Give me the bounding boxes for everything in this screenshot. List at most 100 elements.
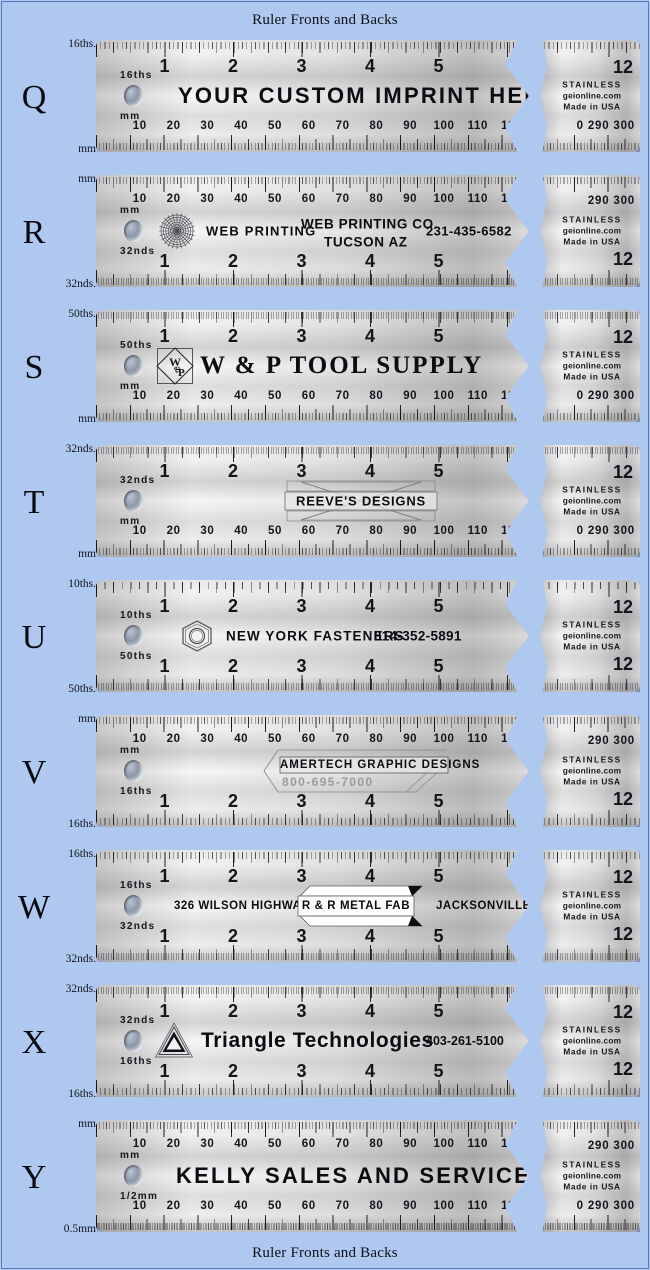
- hanging-hole: [124, 1165, 143, 1187]
- ruler-front[interactable]: 102030405060708090100110120112345mm16ths…: [96, 715, 529, 827]
- ruler-graphic[interactable]: 12345102030405060708090100110120116thsmm…: [96, 40, 640, 152]
- imprint-text: WEB PRINTING: [206, 223, 317, 239]
- hanging-hole: [124, 355, 143, 377]
- tick-band-top: [96, 852, 529, 868]
- ruler-front[interactable]: 12345102030405060708090100110120132ndsmm…: [96, 445, 529, 557]
- tick-band-bot: [540, 674, 640, 690]
- ruler-letter: S: [24, 348, 44, 386]
- back-brand-line2: geionline.com: [562, 495, 622, 506]
- triangle-icon: [154, 1021, 194, 1061]
- imprint-text: W & P TOOL SUPPLY: [200, 352, 484, 379]
- ruler-graphic[interactable]: 102030405060708090100110120112345mm16ths…: [96, 715, 640, 827]
- imprint-phone: 231-435-6582: [426, 223, 512, 239]
- page-title-top: Ruler Fronts and Backs: [252, 12, 398, 28]
- tick-band-top: [96, 717, 529, 733]
- back-number-top: 12: [612, 867, 633, 887]
- tick-band-top: [96, 312, 529, 328]
- svg-text:W: W: [169, 355, 181, 369]
- back-brand-line2: geionline.com: [562, 1035, 622, 1046]
- page-title-bottom: Ruler Fronts and Backs: [252, 1245, 398, 1261]
- tick-band-bot: [540, 944, 640, 960]
- edge-labels: 10ths.50ths.: [0, 570, 96, 705]
- ruler-letter: X: [21, 1023, 47, 1061]
- ruler-front[interactable]: 12345102030405060708090100110120150thsmm…: [96, 310, 529, 422]
- scale-tag-top: 32nds: [120, 475, 156, 486]
- imprint-text: YOUR CUSTOM IMPRINT HERE: [178, 83, 534, 108]
- ruler-front[interactable]: 102030405060708090100110120112345mm32nds…: [96, 175, 529, 287]
- tick-band-bot: [96, 674, 529, 690]
- edge-label-top: mm: [78, 713, 96, 725]
- imprint-city: JACKSONVILLE FL: [436, 900, 531, 912]
- hanging-hole: [124, 220, 143, 242]
- imprint-text: KELLY SALES AND SERVICE: [176, 1163, 532, 1188]
- scale-tag-bottom: 50ths: [120, 651, 153, 662]
- back-number-bottom: 12: [612, 924, 633, 944]
- edge-label-top: mm: [78, 173, 96, 185]
- tick-band-bot: [96, 539, 529, 555]
- back-number-bottom: 0 290 300: [576, 525, 635, 537]
- tick-band-top: [96, 582, 529, 598]
- back-brand-line1: STAINLESS: [562, 214, 622, 225]
- hanging-hole: [124, 625, 143, 647]
- edge-label-top: 32nds.: [65, 443, 96, 455]
- ruler-front[interactable]: 12345102030405060708090100110120116thsmm…: [96, 40, 534, 152]
- scale-tag-top: mm: [120, 205, 141, 216]
- back-brand-line1: STAINLESS: [562, 1024, 622, 1035]
- tick-band-bot: [96, 1079, 529, 1095]
- ruler-graphic[interactable]: 12345102030405060708090100110120150thsmm…: [96, 310, 640, 422]
- imprint-text: NEW YORK FASTENERS: [226, 628, 405, 644]
- tick-band-top: [540, 42, 640, 58]
- spiderweb-icon: [158, 212, 196, 250]
- scale-tag-top: mm: [120, 1150, 141, 1161]
- back-brand-line3: Made in USA: [563, 506, 621, 517]
- back-brand-line3: Made in USA: [563, 911, 621, 922]
- parallelogram-banner-icon: R & R METAL FAB: [296, 884, 426, 928]
- back-number-top: 12: [612, 1002, 633, 1022]
- ruler-letter: R: [22, 213, 46, 251]
- ruler-letter: U: [21, 618, 47, 656]
- tick-band-top: [540, 987, 640, 1003]
- back-brand-line3: Made in USA: [563, 1046, 621, 1057]
- ruler-row-v: mm16ths.V1020304050607080901001101201123…: [0, 705, 650, 840]
- tick-band-bot: [96, 269, 529, 285]
- imprint-address: 326 WILSON HIGHWAY: [174, 900, 309, 912]
- ruler-graphic[interactable]: 1020304050607080901001101201102030405060…: [96, 1120, 640, 1232]
- ruler-front[interactable]: 1020304050607080901001101201102030405060…: [96, 1120, 532, 1232]
- ruler-graphic[interactable]: 102030405060708090100110120112345mm32nds…: [96, 175, 640, 287]
- ruler-letter: W: [17, 888, 51, 926]
- tick-band-top: [96, 447, 529, 463]
- scale-tag-top: 50ths: [120, 340, 153, 351]
- scale-tag-bottom: 1/2mm: [120, 1191, 159, 1202]
- imprint-city: TUCSON AZ: [324, 234, 408, 250]
- ruler-graphic[interactable]: 12345102030405060708090100110120132ndsmm…: [96, 445, 640, 557]
- hanging-hole: [124, 895, 143, 917]
- hex-nut-icon: [180, 619, 214, 653]
- ruler-letter: V: [21, 753, 47, 791]
